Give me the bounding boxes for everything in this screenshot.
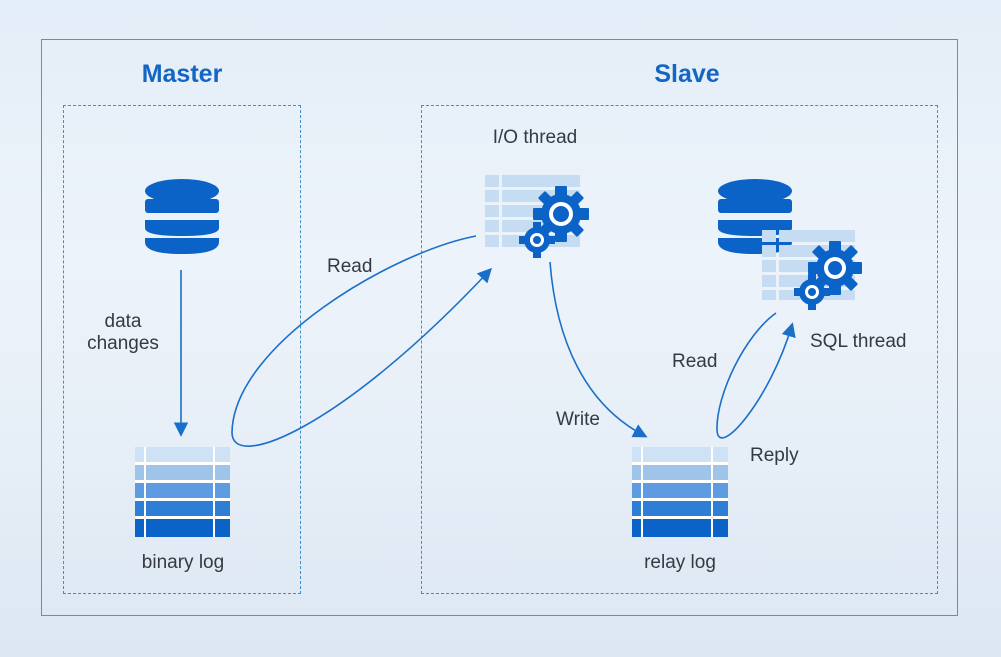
read-binlog-label: Read — [327, 256, 373, 277]
io-thread-label: I/O thread — [492, 127, 578, 148]
read-reply-loop-arrow — [716, 312, 796, 439]
write-label: Write — [556, 409, 600, 430]
relay-log-label: relay log — [644, 552, 716, 573]
read-binlog-arrow — [231, 235, 492, 447]
diagram-frame — [41, 39, 958, 616]
binary-log-icon — [135, 447, 230, 537]
read-relay-label: Read — [672, 351, 718, 372]
master-database-icon — [145, 179, 219, 254]
write-relay-arrow — [549, 261, 648, 438]
binary-log-label: binary log — [141, 552, 225, 573]
reply-label: Reply — [750, 445, 799, 466]
sql-thread-gear-icon — [762, 230, 862, 310]
io-thread-gear-icon — [485, 175, 589, 258]
slave-title: Slave — [654, 60, 720, 88]
master-title: Master — [141, 60, 223, 88]
slave-region — [421, 105, 938, 594]
relay-log-icon — [632, 447, 728, 537]
master-region — [63, 105, 301, 594]
slave-database-icon — [718, 179, 792, 254]
data-changes-label: data changes — [87, 311, 159, 354]
sql-thread-label: SQL thread — [810, 331, 907, 352]
